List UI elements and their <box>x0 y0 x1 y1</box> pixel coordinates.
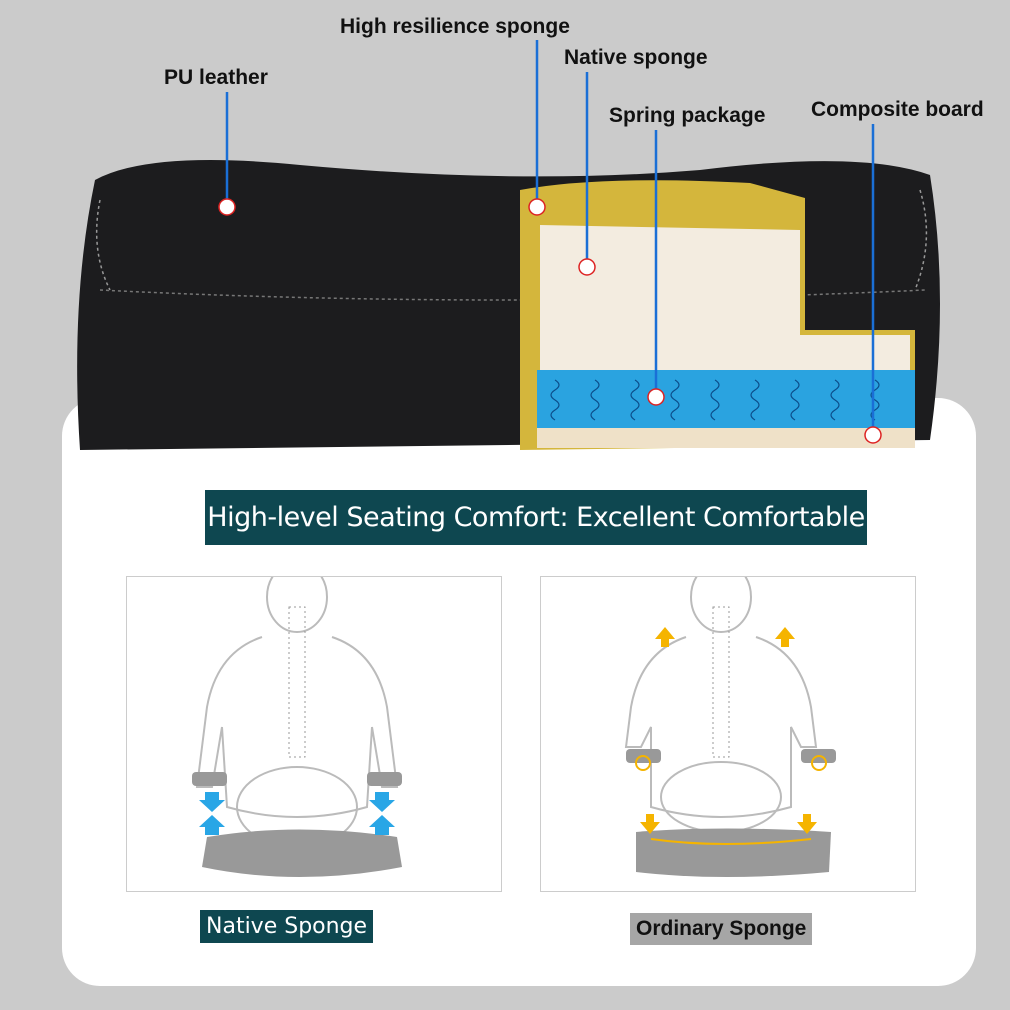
native-sponge-panel <box>126 576 502 892</box>
callout-lines <box>225 40 875 433</box>
callout-spring-package: Spring package <box>609 104 766 127</box>
pressure-arrow-icons <box>640 627 817 834</box>
callout-composite-board: Composite board <box>811 98 984 121</box>
callout-high-resilience-sponge: High resilience sponge <box>340 15 570 38</box>
cushion-cross-section <box>77 40 940 450</box>
body-diagram-native <box>192 577 402 877</box>
native-sponge-caption: Native Sponge <box>200 910 374 943</box>
pressure-point-icons <box>635 755 827 771</box>
spring-layer <box>537 370 915 428</box>
body-diagram-ordinary <box>624 577 836 877</box>
composite-board-layer <box>537 428 915 448</box>
cushion-side-stitching <box>95 189 928 291</box>
compression-arrow-icons <box>199 792 395 835</box>
ordinary-sponge-panel <box>540 576 916 892</box>
native-sponge-layer <box>540 225 910 370</box>
callout-native-sponge: Native sponge <box>564 46 708 69</box>
ordinary-sponge-caption: Ordinary Sponge <box>630 913 813 945</box>
callout-marker-icons <box>218 198 882 444</box>
callout-pu-leather: PU leather <box>164 66 268 89</box>
headline-banner: High-level Seating Comfort: Excellent Co… <box>205 490 867 545</box>
